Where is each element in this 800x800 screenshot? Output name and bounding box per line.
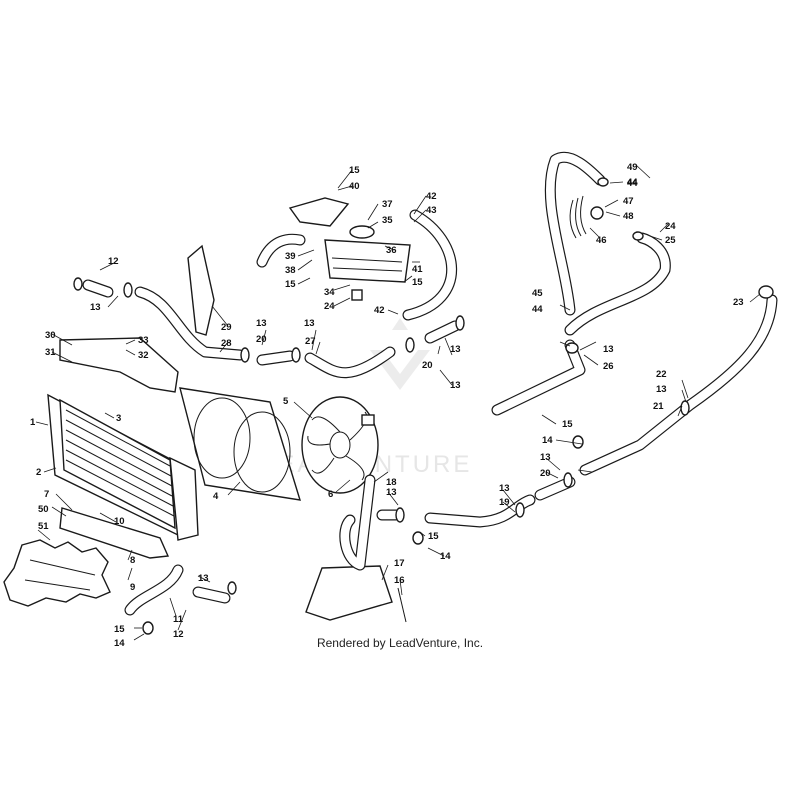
part-label: 14 (440, 551, 451, 562)
part-label: 15 (412, 277, 423, 288)
part-label: 28 (221, 338, 232, 349)
part-label: 20 (422, 360, 433, 371)
part-label: 47 (623, 196, 634, 207)
part-label: 44 (532, 304, 543, 315)
part-label: 41 (412, 264, 423, 275)
part-label: 30 (45, 330, 56, 341)
part-label: 13 (304, 318, 315, 329)
part-label: 15 (285, 279, 296, 290)
part-label: 42 (374, 305, 385, 316)
part-label: 33 (138, 335, 149, 346)
part-label: 44 (627, 178, 638, 189)
part-label: 48 (623, 211, 634, 222)
lower-shield (305, 565, 393, 621)
part-label: 15 (562, 419, 573, 430)
part-label: 20 (256, 334, 267, 345)
air-duct (187, 244, 215, 336)
part-label: 9 (130, 582, 135, 593)
part-label: 27 (305, 336, 316, 347)
part-label: 15 (428, 531, 439, 542)
part-numbers: 1 2 3 4 5 6 7 8 9 10 11 12 13 14 15 16 1… (30, 162, 744, 649)
part-label: 4 (213, 491, 219, 502)
part-label: 21 (653, 401, 664, 412)
part-label: 39 (285, 251, 296, 262)
cooling-fan (301, 396, 379, 494)
coolant-hoses (82, 152, 778, 616)
part-label: 13 (386, 487, 397, 498)
part-label: 19 (499, 497, 510, 508)
part-label: 36 (386, 245, 397, 256)
part-label: 45 (532, 288, 543, 299)
render-credit: Rendered by LeadVenture, Inc. (316, 636, 484, 650)
part-label: 32 (138, 350, 149, 361)
part-label: 13 (656, 384, 667, 395)
part-label: 12 (108, 256, 119, 267)
part-label: 15 (349, 165, 360, 176)
part-label: 18 (386, 477, 397, 488)
part-label: 11 (173, 614, 184, 625)
part-label: 38 (285, 265, 296, 276)
part-label: 42 (426, 191, 437, 202)
part-label: 23 (733, 297, 744, 308)
skid-plate (3, 539, 111, 607)
part-label: 44 (627, 177, 638, 188)
part-label: 25 (665, 235, 676, 246)
fan-shroud (179, 387, 301, 501)
leader-lines (35, 164, 761, 641)
part-label: 40 (349, 181, 360, 192)
tank-bracket (288, 197, 350, 227)
part-label: 14 (542, 435, 553, 446)
part-label: 13 (450, 380, 461, 391)
lower-bracket (59, 507, 170, 559)
part-label: 15 (114, 624, 125, 635)
part-label: 35 (382, 215, 393, 226)
part-label: 24 (324, 301, 335, 312)
part-label: 50 (38, 504, 49, 515)
part-label: 7 (44, 489, 49, 500)
part-label: 8 (130, 555, 135, 566)
radiator (47, 393, 199, 541)
part-label: 20 (540, 468, 551, 479)
part-label: 51 (38, 521, 49, 532)
part-label: 22 (656, 369, 667, 380)
part-label: 6 (328, 489, 333, 500)
hose-guard (569, 195, 587, 239)
part-label: 43 (426, 205, 437, 216)
part-label: 49 (627, 162, 638, 173)
part-label: 13 (256, 318, 267, 329)
part-label: 13 (450, 344, 461, 355)
part-label: 34 (324, 287, 335, 298)
part-label: 2 (36, 467, 41, 478)
part-label: 37 (382, 199, 393, 210)
part-label: 3 (116, 413, 121, 424)
part-label: 14 (114, 638, 125, 649)
part-label: 26 (603, 361, 614, 372)
part-label: 10 (114, 516, 125, 527)
part-label: 5 (283, 396, 289, 407)
part-label: 13 (198, 573, 209, 584)
coolant-reservoir (324, 225, 411, 301)
part-label: 46 (596, 235, 607, 246)
part-label: 1 (30, 417, 36, 428)
part-label: 13 (540, 452, 551, 463)
part-label: 16 (394, 575, 405, 586)
part-label: 13 (90, 302, 101, 313)
part-label: 29 (221, 322, 232, 333)
part-label: 12 (173, 629, 184, 640)
upper-support (59, 337, 179, 393)
part-label: 17 (394, 558, 405, 569)
part-label: 24 (665, 221, 676, 232)
part-label: 13 (603, 344, 614, 355)
part-label: 13 (499, 483, 510, 494)
part-label: 31 (45, 347, 56, 358)
